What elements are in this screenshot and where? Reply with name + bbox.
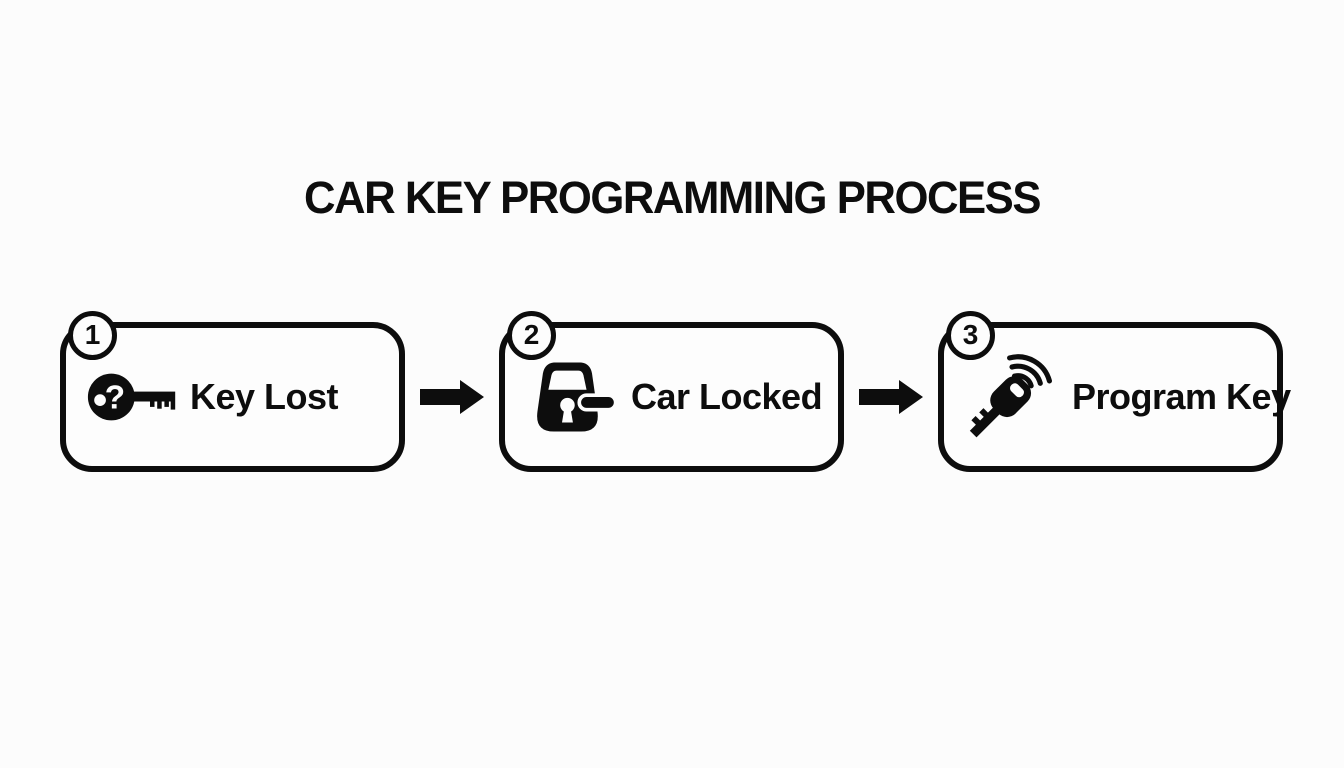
step-number-badge: 2 <box>507 311 556 360</box>
step-number: 2 <box>523 318 540 350</box>
step-label: Program Key <box>1072 376 1291 417</box>
step-number: 1 <box>84 318 101 350</box>
step-label: Key Lost <box>190 376 339 417</box>
lost-key-question-icon: ? <box>87 367 177 427</box>
step-program-key: 3 Program Key <box>938 311 1291 472</box>
car-door-lock-icon <box>526 357 618 437</box>
step-key-lost: 1 ? Key Lost <box>60 311 405 472</box>
step-number-badge: 3 <box>946 311 995 360</box>
remote-key-signal-icon <box>965 350 1059 444</box>
process-flow: 1 ? Key Lost <box>60 311 1291 472</box>
arrow-right-icon <box>405 380 499 414</box>
step-number: 3 <box>962 318 979 350</box>
svg-text:?: ? <box>105 380 125 417</box>
step-number-badge: 1 <box>68 311 117 360</box>
step-label: Car Locked <box>631 376 823 417</box>
diagram-title: CAR KEY PROGRAMMING PROCESS <box>303 172 1041 223</box>
step-car-locked: 2 Car Locked <box>499 311 844 472</box>
arrow-right-icon <box>844 380 938 414</box>
